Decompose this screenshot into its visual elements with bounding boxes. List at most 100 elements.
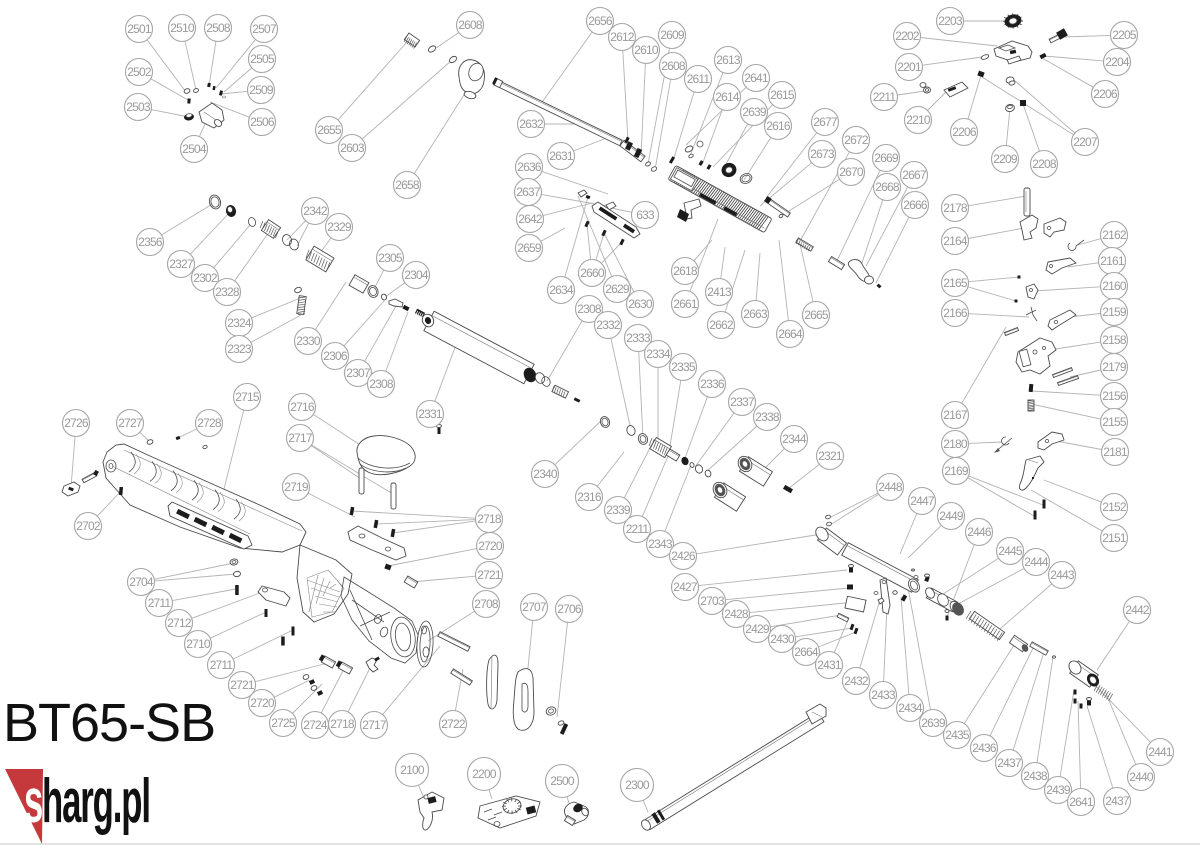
svg-text:2439: 2439 [1046, 783, 1071, 797]
svg-text:2670: 2670 [839, 165, 864, 179]
svg-text:2211: 2211 [626, 522, 650, 536]
svg-text:2673: 2673 [810, 147, 835, 161]
svg-text:2448: 2448 [878, 480, 903, 494]
svg-text:2504: 2504 [182, 142, 207, 156]
svg-text:2724: 2724 [303, 718, 328, 732]
svg-text:s: s [24, 766, 42, 835]
svg-text:2304: 2304 [404, 268, 429, 282]
svg-text:2719: 2719 [284, 480, 309, 494]
svg-text:2618: 2618 [673, 264, 698, 278]
svg-text:2703: 2703 [700, 594, 725, 608]
svg-text:2722: 2722 [441, 717, 466, 731]
svg-text:2710: 2710 [186, 637, 211, 651]
svg-text:2300: 2300 [625, 778, 650, 792]
svg-text:2501: 2501 [127, 22, 152, 36]
svg-text:2435: 2435 [945, 728, 970, 742]
svg-text:BT65-SB: BT65-SB [3, 693, 215, 753]
svg-text:2612: 2612 [610, 30, 635, 44]
svg-text:2449: 2449 [939, 509, 964, 523]
svg-text:2505: 2505 [250, 52, 275, 66]
svg-text:2711: 2711 [148, 596, 172, 610]
svg-text:2327: 2327 [169, 257, 194, 271]
svg-text:2603: 2603 [340, 141, 365, 155]
svg-text:2342: 2342 [303, 204, 328, 218]
svg-text:2721: 2721 [477, 568, 502, 582]
svg-text:2616: 2616 [766, 119, 791, 133]
svg-text:2708: 2708 [474, 597, 499, 611]
svg-text:2613: 2613 [716, 53, 741, 67]
svg-text:2702: 2702 [76, 519, 101, 533]
svg-text:2727: 2727 [118, 416, 143, 430]
svg-text:2506: 2506 [250, 115, 275, 129]
svg-text:2503: 2503 [126, 100, 151, 114]
svg-text:2302: 2302 [193, 271, 218, 285]
svg-text:2717: 2717 [362, 718, 387, 732]
svg-text:2151: 2151 [1102, 531, 1127, 545]
svg-text:2100: 2100 [400, 763, 425, 777]
svg-text:2720: 2720 [250, 696, 275, 710]
svg-text:2639: 2639 [742, 105, 767, 119]
svg-text:2210: 2210 [906, 113, 931, 127]
svg-text:2718: 2718 [330, 717, 355, 731]
svg-text:2658: 2658 [395, 178, 420, 192]
svg-text:2711: 2711 [210, 658, 234, 672]
svg-text:2715: 2715 [235, 390, 260, 404]
svg-text:2205: 2205 [1112, 28, 1137, 42]
svg-text:2509: 2509 [249, 83, 274, 97]
svg-text:2630: 2630 [628, 297, 653, 311]
svg-text:2447: 2447 [910, 494, 935, 508]
svg-text:2666: 2666 [903, 198, 928, 212]
svg-text:2707: 2707 [522, 600, 547, 614]
svg-text:2308: 2308 [369, 377, 394, 391]
svg-text:2428: 2428 [724, 607, 749, 621]
svg-text:2178: 2178 [943, 201, 968, 215]
svg-text:2434: 2434 [898, 701, 923, 715]
svg-text:2429: 2429 [745, 622, 770, 636]
svg-text:2716: 2716 [290, 400, 315, 414]
svg-text:2720: 2720 [478, 539, 503, 553]
svg-text:2203: 2203 [938, 14, 963, 28]
svg-text:2307: 2307 [346, 366, 371, 380]
svg-text:2426: 2426 [671, 549, 696, 563]
svg-text:2508: 2508 [206, 21, 231, 35]
svg-text:2206: 2206 [952, 125, 977, 139]
svg-text:2337: 2337 [730, 395, 755, 409]
svg-text:2641: 2641 [1069, 795, 1094, 809]
svg-text:2445: 2445 [998, 544, 1023, 558]
svg-text:2441: 2441 [1148, 745, 1173, 759]
svg-text:2608: 2608 [661, 59, 686, 73]
svg-text:2332: 2332 [596, 318, 621, 332]
svg-text:2158: 2158 [1102, 333, 1127, 347]
svg-text:2712: 2712 [167, 616, 192, 630]
svg-text:2167: 2167 [943, 408, 968, 422]
svg-text:2632: 2632 [519, 117, 544, 131]
svg-text:2718: 2718 [477, 512, 502, 526]
svg-text:2343: 2343 [648, 537, 673, 551]
svg-text:2507: 2507 [252, 22, 277, 36]
svg-text:2443: 2443 [1050, 568, 1075, 582]
svg-text:2156: 2156 [1102, 389, 1127, 403]
svg-text:2728: 2728 [197, 416, 222, 430]
svg-text:2316: 2316 [577, 490, 602, 504]
svg-text:2180: 2180 [943, 437, 968, 451]
svg-text:2629: 2629 [605, 282, 630, 296]
svg-text:2664: 2664 [794, 645, 819, 659]
svg-text:2641: 2641 [744, 71, 769, 85]
svg-text:2642: 2642 [518, 212, 543, 226]
svg-text:2333: 2333 [626, 331, 651, 345]
svg-text:2306: 2306 [323, 349, 348, 363]
svg-text:2305: 2305 [378, 251, 403, 265]
svg-text:2328: 2328 [215, 285, 240, 299]
svg-text:2437: 2437 [997, 756, 1022, 770]
svg-text:2669: 2669 [874, 151, 899, 165]
svg-text:2437: 2437 [1105, 794, 1130, 808]
svg-text:2500: 2500 [550, 774, 575, 788]
svg-text:2323: 2323 [227, 342, 252, 356]
svg-text:2659: 2659 [517, 241, 542, 255]
svg-text:2668: 2668 [875, 180, 900, 194]
svg-text:2664: 2664 [778, 327, 803, 341]
svg-text:2329: 2329 [327, 220, 352, 234]
svg-text:633: 633 [636, 208, 655, 222]
svg-text:2207: 2207 [1073, 135, 1098, 149]
svg-text:2609: 2609 [660, 28, 685, 42]
